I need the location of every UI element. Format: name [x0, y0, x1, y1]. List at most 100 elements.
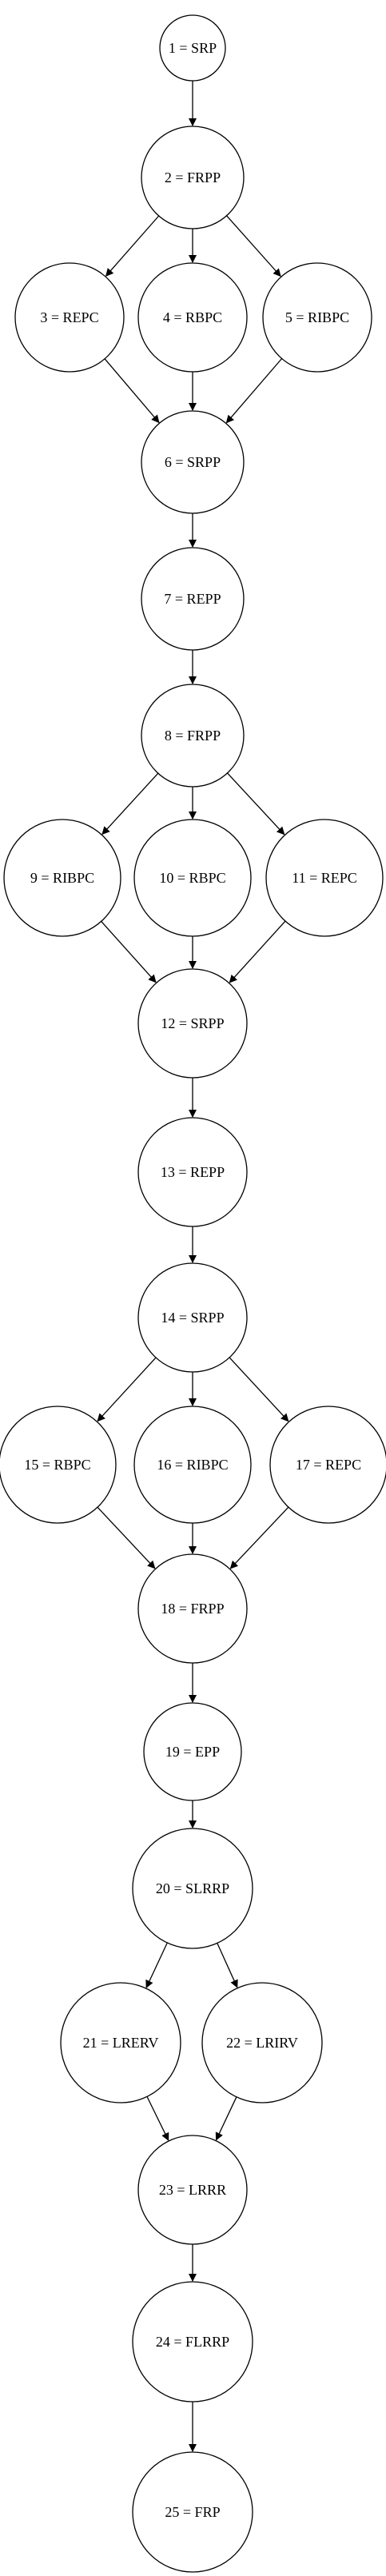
node-circle	[133, 819, 252, 937]
node-label: 1 = SRP	[169, 40, 217, 56]
node-circle	[60, 1982, 181, 2103]
node-22: 22 = LRIRV	[201, 1982, 323, 2103]
node-circle	[141, 547, 245, 651]
node-23: 23 = LRRR	[137, 2135, 248, 2245]
node-20: 20 = SLRRP	[132, 1828, 253, 1949]
node-label: 10 = RBPC	[159, 870, 225, 886]
node-label: 3 = REPC	[40, 309, 98, 325]
node-circle	[132, 2451, 253, 2573]
node-label: 13 = REPP	[161, 1164, 225, 1180]
edge-5-to-6	[225, 358, 283, 424]
node-25: 25 = FRP	[132, 2451, 253, 2573]
node-5: 5 = RIBPC	[262, 262, 372, 373]
edge-2-to-3	[105, 215, 160, 277]
node-label: 2 = FRPP	[165, 169, 221, 185]
node-18: 18 = FRPP	[137, 1553, 248, 1664]
node-label: 18 = FRPP	[161, 1601, 224, 1617]
edge-arrow	[146, 2096, 169, 2141]
edge-3-to-6	[104, 358, 160, 424]
node-circle	[132, 1828, 253, 1949]
node-12: 12 = SRPP	[137, 968, 248, 1079]
node-circle	[159, 14, 226, 82]
edge-8-to-9	[101, 772, 159, 835]
node-circle	[137, 1117, 248, 1227]
node-2: 2 = FRPP	[141, 126, 245, 229]
edge-arrow	[215, 2096, 237, 2141]
edges-layer	[97, 81, 289, 2452]
node-15: 15 = RBPC	[0, 1406, 117, 1524]
edge-20-to-22	[217, 1943, 238, 1988]
edge-14-to-17	[229, 1357, 289, 1422]
node-19: 19 = EPP	[143, 1702, 242, 1801]
edge-arrow	[101, 772, 159, 835]
node-16: 16 = RIBPC	[133, 1406, 252, 1524]
node-6: 6 = SRPP	[141, 410, 245, 514]
node-label: 5 = RIBPC	[285, 309, 349, 325]
edge-2-to-5	[226, 215, 281, 277]
node-label: 24 = FLRRP	[156, 2334, 229, 2350]
node-14: 14 = SRPP	[137, 1262, 248, 1373]
node-1: 1 = SRP	[159, 14, 226, 82]
node-circle	[137, 262, 248, 373]
node-11: 11 = REPC	[265, 819, 384, 937]
nodes-layer: 1 = SRP 2 = FRPP 3 = REPC 4 = RBPC 5 = RIBPC…	[0, 14, 386, 2573]
edge-17-to-18	[229, 1506, 289, 1569]
edge-15-to-18	[97, 1506, 156, 1569]
node-circle	[201, 1982, 323, 2103]
node-circle	[133, 1406, 252, 1524]
node-10: 10 = RBPC	[133, 819, 252, 937]
edge-arrow	[217, 1943, 238, 1988]
node-label: 16 = RIBPC	[157, 1457, 228, 1473]
edge-14-to-15	[97, 1357, 157, 1422]
node-circle	[141, 684, 245, 788]
node-label: 6 = SRPP	[165, 454, 221, 470]
edge-arrow	[229, 1506, 289, 1569]
node-24: 24 = FLRRP	[132, 2281, 253, 2403]
node-circle	[3, 819, 121, 937]
node-label: 21 = LRERV	[83, 2035, 159, 2051]
node-label: 9 = RIBPC	[30, 870, 94, 886]
node-circle	[141, 126, 245, 229]
node-circle	[143, 1702, 242, 1801]
node-circle	[141, 410, 245, 514]
edge-9-to-12	[101, 920, 157, 983]
node-circle	[0, 1406, 117, 1524]
node-9: 9 = RIBPC	[3, 819, 121, 937]
node-label: 8 = FRPP	[165, 728, 221, 744]
node-17: 17 = REPC	[269, 1406, 386, 1524]
node-21: 21 = LRERV	[60, 1982, 181, 2103]
edge-arrow	[97, 1357, 157, 1422]
node-3: 3 = REPC	[14, 262, 125, 373]
node-label: 12 = SRPP	[161, 1015, 224, 1031]
node-circle	[137, 1553, 248, 1664]
edge-arrow	[229, 920, 286, 983]
node-7: 7 = REPP	[141, 547, 245, 651]
edge-arrow	[225, 358, 283, 424]
node-label: 14 = SRPP	[161, 1310, 224, 1326]
node-circle	[132, 2281, 253, 2403]
edge-arrow	[101, 920, 157, 983]
node-4: 4 = RBPC	[137, 262, 248, 373]
node-label: 25 = FRP	[165, 2504, 220, 2520]
node-13: 13 = REPP	[137, 1117, 248, 1227]
node-label: 7 = REPP	[164, 591, 221, 607]
node-label: 19 = EPP	[165, 1744, 220, 1760]
edge-arrow	[227, 772, 285, 835]
node-label: 20 = SLRRP	[156, 1880, 229, 1896]
edge-11-to-12	[229, 920, 286, 983]
node-label: 4 = RBPC	[163, 309, 222, 325]
edge-arrow	[226, 215, 281, 277]
node-label: 23 = LRRR	[159, 2182, 226, 2198]
node-8: 8 = FRPP	[141, 684, 245, 788]
node-circle	[14, 262, 125, 373]
node-circle	[262, 262, 372, 373]
edge-8-to-11	[227, 772, 285, 835]
node-circle	[265, 819, 384, 937]
edge-arrow	[229, 1357, 289, 1422]
node-circle	[269, 1406, 386, 1524]
node-label: 22 = LRIRV	[226, 2035, 298, 2051]
edge-21-to-23	[146, 2096, 169, 2141]
node-circle	[137, 1262, 248, 1373]
edge-22-to-23	[215, 2096, 237, 2141]
